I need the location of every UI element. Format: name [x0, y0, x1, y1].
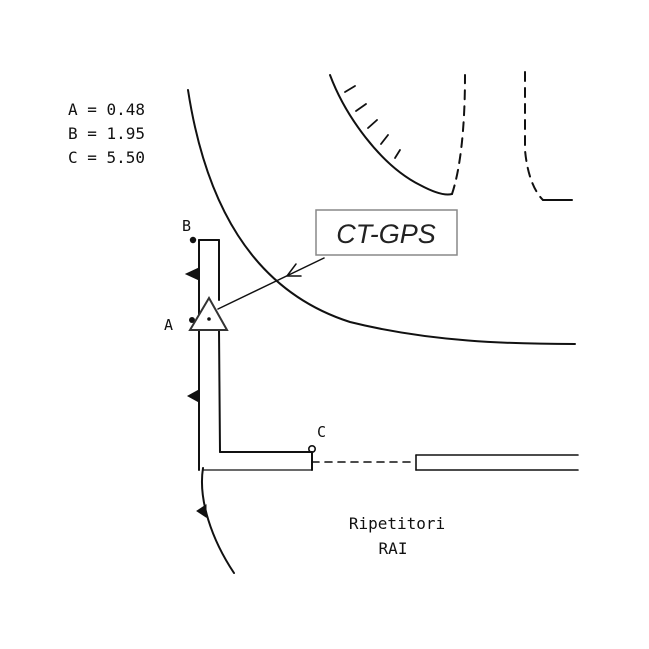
ct-gps-callout: CT-GPS — [217, 209, 458, 310]
callout-label: CT-GPS — [336, 219, 436, 249]
point-c-marker — [307, 444, 316, 453]
point-b-label: B — [182, 217, 191, 235]
curved-road-lower — [201, 467, 235, 574]
right-dashed-wall — [524, 71, 544, 201]
callout-box — [315, 209, 458, 256]
bowl-outline — [329, 74, 453, 196]
point-b-marker — [189, 236, 197, 244]
gps-triangle-icon — [188, 296, 229, 331]
gps-center-dot — [207, 317, 211, 321]
top-bowl-structure — [329, 74, 466, 196]
legend-c: C = 5.50 — [68, 148, 145, 167]
point-b: B — [182, 217, 197, 244]
point-a-marker — [189, 317, 195, 323]
point-c-label: C — [317, 423, 326, 441]
point-a: A — [164, 316, 195, 334]
point-a-label: A — [164, 316, 173, 334]
l-building — [198, 239, 313, 471]
bowl-dashed-right — [451, 74, 466, 195]
right-building — [415, 454, 579, 471]
curved-road-upper — [187, 89, 576, 345]
legend-a: A = 0.48 — [68, 100, 145, 119]
side-ticks — [184, 267, 207, 518]
gps-marker — [188, 296, 229, 331]
callout-leader — [217, 257, 325, 310]
caption-line-1: Ripetitori — [349, 514, 445, 533]
callout-arrow-icon — [286, 263, 302, 277]
legend-b: B = 1.95 — [68, 124, 145, 143]
point-c: C — [307, 423, 326, 453]
legend: A = 0.48 B = 1.95 C = 5.50 — [68, 100, 145, 167]
caption: Ripetitori RAI — [349, 514, 445, 558]
caption-line-2: RAI — [379, 539, 408, 558]
bowl-ticks — [344, 85, 401, 159]
